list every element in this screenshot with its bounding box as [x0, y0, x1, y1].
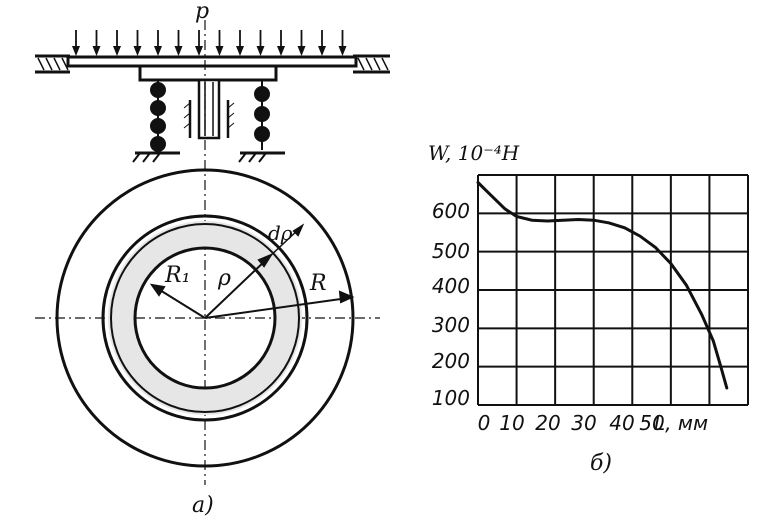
y-axis-title: W, 10⁻⁴Н — [428, 141, 520, 165]
series-points — [476, 181, 728, 390]
y-tick-label: 400 — [432, 274, 470, 298]
chart-grid — [477, 174, 749, 406]
load-arrow — [215, 30, 224, 56]
data-point — [638, 234, 642, 238]
x-tick-label: 40 — [609, 411, 634, 435]
data-point — [669, 262, 673, 265]
load-arrow — [256, 30, 265, 56]
radius-arrows — [149, 223, 355, 319]
label-drho: dρ — [268, 221, 293, 245]
load-arrow — [154, 30, 162, 56]
y-tick-label: 500 — [432, 239, 470, 263]
rod-holder — [138, 64, 278, 82]
left-support — [35, 54, 70, 74]
data-point — [685, 283, 688, 287]
load-arrow — [277, 30, 285, 56]
load-arrow — [92, 30, 101, 56]
ring-outer-inner — [110, 223, 300, 413]
data-point — [488, 192, 491, 196]
load-arrow — [72, 30, 80, 56]
data-point — [561, 219, 565, 222]
data-point — [700, 313, 703, 316]
label-rho: ρ — [217, 266, 231, 291]
y-tick-label: 300 — [432, 313, 470, 337]
ring-shade — [108, 221, 302, 415]
data-point — [607, 221, 611, 225]
label-r: R — [309, 271, 327, 296]
right-spring — [238, 80, 285, 163]
outer-circle — [55, 168, 355, 468]
x-tick-label: 10 — [499, 411, 524, 435]
y-tick-label: 100 — [432, 386, 470, 410]
x-tick-label: 20 — [535, 411, 560, 435]
data-point — [530, 219, 534, 222]
disk-view — [55, 168, 355, 468]
data-point — [725, 386, 728, 390]
x-tick-label: 0 — [478, 411, 491, 435]
load-arrow — [338, 30, 347, 56]
data-point — [503, 207, 507, 211]
data-point — [654, 246, 657, 249]
data-point — [515, 215, 518, 218]
label-r1: R₁ — [164, 263, 190, 288]
load-arrow — [174, 30, 183, 56]
ring-outer-edge — [101, 214, 309, 422]
y-tick-label: 200 — [432, 349, 470, 373]
caption-b: б) — [590, 451, 612, 476]
x-tick-label: 30 — [571, 411, 596, 435]
data-point — [592, 219, 595, 222]
caption-a: а) — [192, 493, 214, 518]
left-spring — [132, 80, 180, 163]
data-point — [577, 218, 580, 221]
load-arrow — [133, 30, 142, 56]
central-rod — [183, 78, 235, 140]
data-point — [623, 226, 626, 229]
data-point — [546, 219, 549, 223]
data-point — [719, 366, 723, 369]
inner-circle — [133, 246, 277, 390]
x-axis-title: L, мм — [654, 411, 708, 435]
data-point — [476, 181, 480, 184]
load-arrow — [297, 30, 306, 56]
load-arrow — [113, 30, 121, 56]
x-tick-label: 50 — [639, 411, 664, 435]
right-support — [353, 54, 390, 74]
data-point — [712, 339, 715, 343]
load-arrow — [236, 30, 244, 56]
mechanism — [35, 30, 390, 163]
load-arrow — [318, 30, 326, 56]
load-arrow — [195, 30, 203, 56]
load-arrows — [72, 30, 347, 56]
y-tick-label: 600 — [432, 199, 470, 223]
load-label: p — [195, 0, 209, 24]
